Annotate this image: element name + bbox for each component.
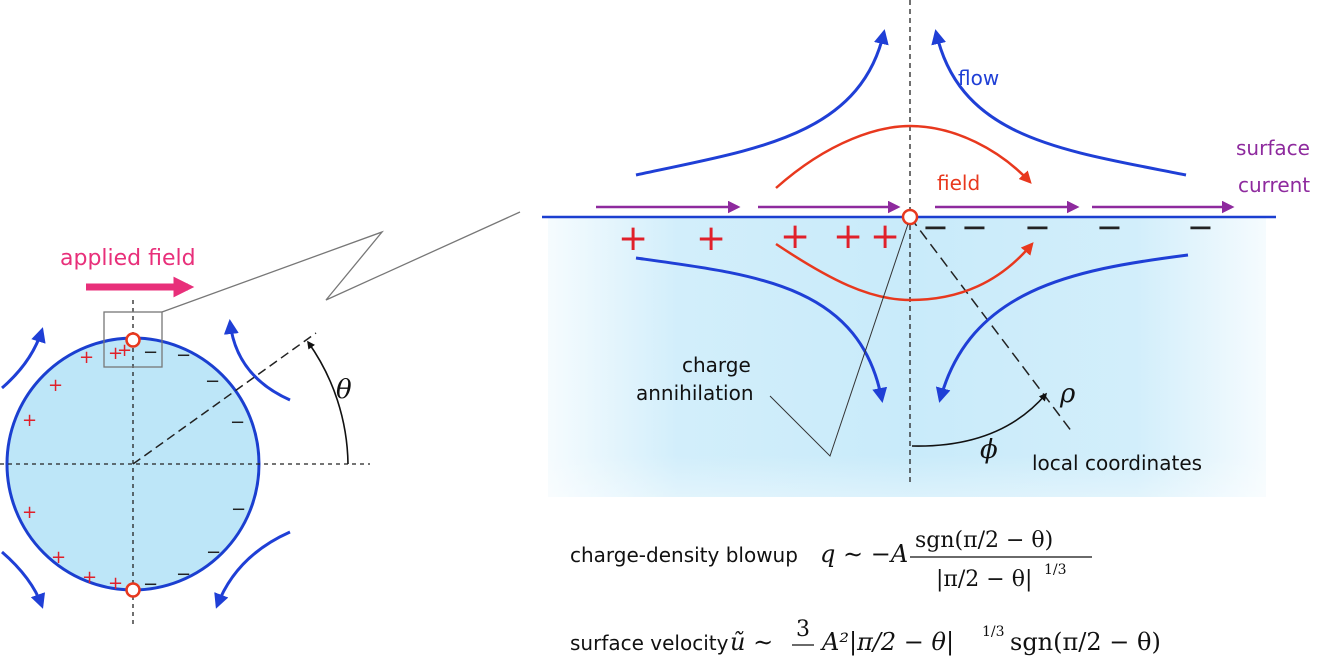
drop-panel: applied field θ + + + + + + + + + − − − … xyxy=(0,211,521,625)
zoom-box xyxy=(103,311,163,368)
drop-plus: + xyxy=(51,547,66,568)
blowup-label: charge-density blowup xyxy=(570,543,798,567)
flow-arrow xyxy=(935,253,1189,403)
drop-flow-arrows xyxy=(1,319,291,609)
drop-minus: − xyxy=(143,342,158,363)
top-stagnation-point xyxy=(125,332,141,348)
radial-line xyxy=(132,332,317,465)
drop-minus: − xyxy=(230,412,245,433)
surface-positive-charges: + + + + + xyxy=(618,216,900,259)
flow-arrow xyxy=(635,29,889,177)
drop-plus: + xyxy=(79,347,94,368)
blowup-denominator: |π/2 − θ| xyxy=(936,567,1032,592)
blowup-exponent: 1/3 xyxy=(1044,562,1067,578)
surface-minus: − xyxy=(922,208,949,246)
surface-plus: + xyxy=(780,216,810,257)
field-label: field xyxy=(937,171,980,195)
drop-minus: − xyxy=(205,371,220,392)
bottom-stagnation-point xyxy=(125,582,141,598)
drop-minus: − xyxy=(176,564,191,585)
flow-arrow xyxy=(931,29,1187,177)
zoom-field-lines xyxy=(775,124,1034,302)
surface-plus: + xyxy=(870,216,900,257)
field-line xyxy=(775,124,1032,189)
drop-positive-charges: + + + + + + + + + xyxy=(22,340,132,594)
drop-minus: − xyxy=(176,345,191,366)
phi-arc xyxy=(911,392,1048,447)
drop-plus: + xyxy=(108,343,123,364)
applied-field-label: applied field xyxy=(60,246,196,271)
drop-plus: + xyxy=(82,567,97,588)
flow-arrow xyxy=(1,550,46,609)
surface-minus: − xyxy=(961,208,988,246)
surface-minus: − xyxy=(1096,208,1123,246)
local-coordinates-label: local coordinates xyxy=(1032,451,1202,475)
drop-plus: + xyxy=(108,573,123,594)
surface-current-label-2: current xyxy=(1238,173,1310,197)
surface-plus: + xyxy=(833,216,863,257)
drop-plus: + xyxy=(48,375,63,396)
velocity-fraction-numerator: 3 xyxy=(796,617,810,642)
surface-minus: − xyxy=(1187,208,1214,246)
velocity-equation: surface velocity ũ ∼ 3 A²|π/2 − θ| 1/3 s… xyxy=(570,617,1161,656)
flow-arrow xyxy=(635,256,888,403)
flow-label: flow xyxy=(958,66,999,90)
surface-minus: − xyxy=(1024,208,1051,246)
velocity-tail: sgn(π/2 − θ) xyxy=(1010,628,1161,656)
field-line xyxy=(775,242,1034,302)
drop-plus: + xyxy=(22,410,37,431)
surface-plus: + xyxy=(696,218,726,259)
velocity-rhs: A²|π/2 − θ| xyxy=(820,628,954,656)
blowup-lhs: q ∼ −A xyxy=(820,540,908,568)
surface-negative-charges: − − − − − xyxy=(922,208,1214,246)
drop-minus: − xyxy=(206,542,221,563)
stagnation-point xyxy=(901,208,919,226)
flow-arrow xyxy=(214,530,291,609)
surface-plus: + xyxy=(618,218,648,259)
zoom-panel: ρ ϕ local coordinates + + + + + − xyxy=(542,0,1310,497)
flow-arrow xyxy=(223,319,291,402)
zoom-flow-arrows xyxy=(635,29,1189,403)
drop-minus: − xyxy=(231,499,246,520)
blowup-equation: charge-density blowup q ∼ −A sgn(π/2 − θ… xyxy=(570,528,1092,592)
zoom-leader xyxy=(161,211,521,313)
annihilation-leader xyxy=(769,223,909,457)
drop-minus: − xyxy=(143,574,158,595)
velocity-lhs: ũ ∼ xyxy=(730,628,773,656)
surface-current-label-1: surface xyxy=(1236,136,1310,160)
velocity-label: surface velocity xyxy=(570,631,729,655)
rho-label: ρ xyxy=(1059,379,1076,409)
charge-annihilation-label-1: charge xyxy=(682,353,751,377)
flow-arrow xyxy=(1,327,46,390)
theta-arc xyxy=(307,340,349,465)
drop-plus: + xyxy=(22,502,37,523)
drop-plus: + xyxy=(117,340,132,361)
blowup-numerator: sgn(π/2 − θ) xyxy=(915,528,1053,553)
theta-label: θ xyxy=(336,375,352,405)
charge-annihilation-label-2: annihilation xyxy=(636,381,754,405)
velocity-exponent: 1/3 xyxy=(982,624,1005,640)
phi-label: ϕ xyxy=(980,435,998,465)
drop-negative-charges: − − − − − − − − xyxy=(143,342,246,595)
